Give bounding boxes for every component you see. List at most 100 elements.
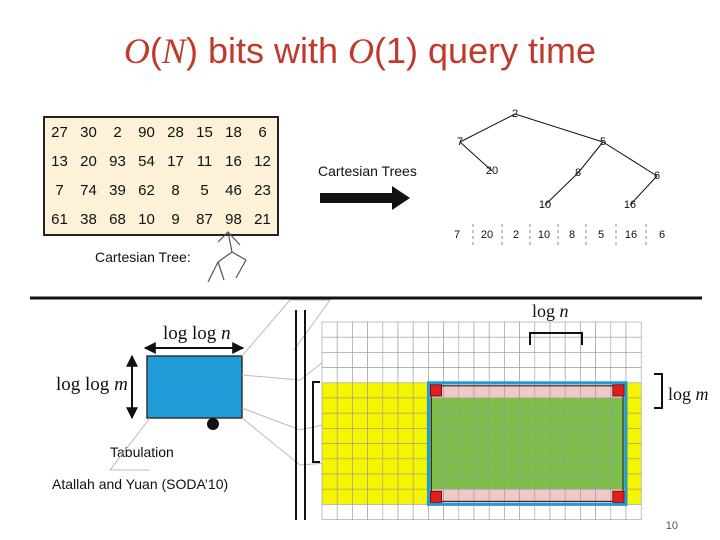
grid-cell — [443, 488, 460, 505]
grid-cell — [473, 382, 490, 399]
transform-arrow — [320, 186, 410, 210]
grid-cell — [549, 443, 566, 460]
grid-cell — [352, 473, 368, 490]
grid-cell — [336, 397, 353, 414]
grid-cell — [564, 458, 581, 475]
grid-cell — [367, 488, 384, 505]
grid-cell — [564, 336, 581, 353]
grid-cell — [488, 428, 505, 444]
grid-cell — [610, 428, 627, 444]
grid-cell — [564, 428, 581, 444]
matrix-cell: 2 — [113, 124, 122, 141]
grid-cell — [336, 412, 353, 429]
grid-cell — [458, 504, 475, 520]
grid-cell — [458, 397, 475, 414]
grid-cell — [336, 504, 353, 520]
grid-cell — [458, 443, 475, 460]
grid-cell — [595, 458, 612, 475]
corner-marker — [429, 384, 442, 397]
grid-cell — [519, 488, 536, 505]
slide-title: O(N) bits with O(1) query time — [123, 30, 597, 71]
grid-cell — [549, 321, 566, 338]
matrix-cell: 46 — [225, 182, 242, 199]
grid-cell — [549, 336, 566, 353]
grid-cell — [610, 458, 627, 475]
grid-cell — [488, 367, 505, 384]
logn-bracket — [529, 332, 583, 345]
grid-cell — [473, 336, 490, 353]
range-grid — [321, 321, 642, 520]
grid-cell — [595, 428, 612, 444]
grid-cell — [595, 397, 612, 414]
grid-cell — [473, 412, 490, 429]
matrix-cell: 61 — [51, 211, 68, 228]
grid-cell — [443, 397, 460, 414]
grid-cell — [534, 382, 551, 399]
grid-cell — [382, 458, 399, 475]
grid-cell — [549, 458, 566, 475]
grid-cell — [458, 458, 475, 475]
grid-cell — [352, 412, 368, 429]
grid-cell — [504, 473, 520, 490]
grid-cell — [428, 504, 444, 520]
grid-cell — [580, 488, 596, 505]
grid-cell — [580, 382, 596, 399]
grid-cell — [595, 352, 612, 368]
grid-cell — [534, 336, 551, 353]
grid-cell — [534, 488, 551, 505]
logm-label: log m — [668, 384, 709, 404]
cartesian-tree-edges — [459, 113, 658, 206]
tree-node: 10 — [538, 199, 552, 211]
grid-cell — [473, 488, 490, 505]
grid-cell — [625, 367, 642, 384]
grid-cell — [519, 352, 536, 368]
grid-cell — [397, 321, 414, 338]
grid-cell — [580, 473, 596, 490]
grid-cell — [534, 428, 551, 444]
grid-cell — [625, 382, 642, 399]
grid-cell — [428, 428, 444, 444]
matrix-cell: 27 — [51, 124, 68, 141]
grid-cell — [625, 504, 642, 520]
grid-cell — [625, 428, 642, 444]
grid-cell — [428, 443, 444, 460]
grid-cell — [580, 443, 596, 460]
grid-cell — [488, 504, 505, 520]
grid-cell — [321, 352, 338, 368]
grid-cell — [504, 504, 520, 520]
grid-cell — [595, 336, 612, 353]
grid-cell — [625, 458, 642, 475]
grid-cell — [428, 367, 444, 384]
grid-cell — [336, 443, 353, 460]
grid-cell — [595, 382, 612, 399]
grid-cell — [610, 473, 627, 490]
grid-cell — [382, 488, 399, 505]
grid-cell — [443, 428, 460, 444]
matrix-cell: 54 — [138, 153, 155, 170]
matrix-cell: 12 — [254, 153, 271, 170]
grid-cell — [595, 367, 612, 384]
grid-cell — [610, 443, 627, 460]
matrix-cell: 87 — [196, 211, 213, 228]
array-cell: 7 — [453, 229, 461, 241]
loglogn-label: log log n — [163, 323, 231, 344]
matrix-cell: 9 — [171, 211, 180, 228]
matrix-cell: 74 — [80, 182, 97, 199]
grid-cell — [397, 382, 414, 399]
grid-cell — [367, 504, 384, 520]
grid-cell — [488, 458, 505, 475]
grid-cell — [397, 412, 414, 429]
query-range-inner — [430, 385, 624, 502]
grid-cell — [625, 321, 642, 338]
grid-cell — [367, 397, 384, 414]
grid-cell — [488, 412, 505, 429]
grid-cell — [564, 352, 581, 368]
grid-cell — [382, 443, 399, 460]
grid-cell — [564, 367, 581, 384]
grid-cell — [564, 412, 581, 429]
grid-cell — [549, 397, 566, 414]
grid-cell — [595, 504, 612, 520]
grid-cell — [443, 336, 460, 353]
grid-cell — [504, 412, 520, 429]
grid-cell — [352, 367, 368, 384]
